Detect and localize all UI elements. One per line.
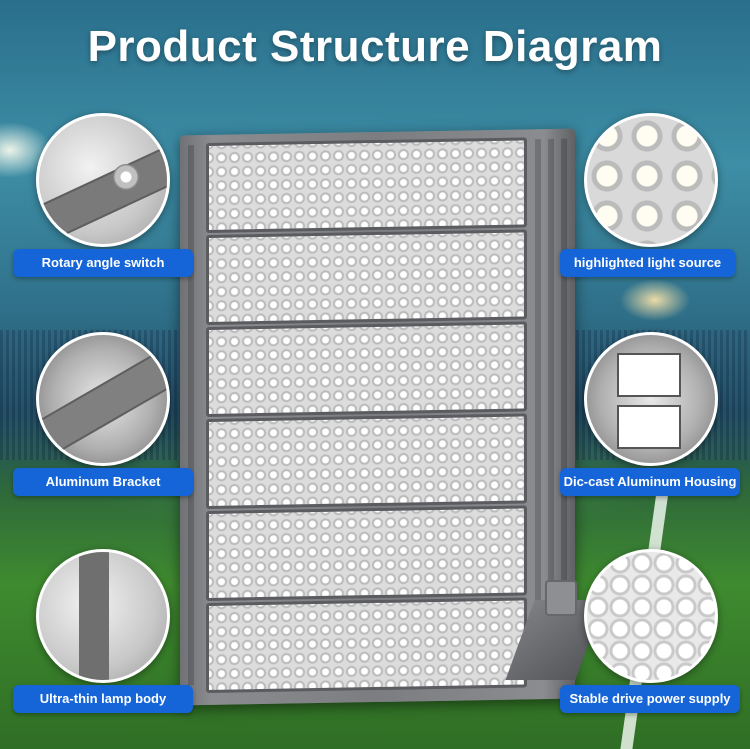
housing-plate bbox=[617, 405, 681, 449]
lamp-body-closeup-icon bbox=[36, 549, 170, 683]
led-module bbox=[206, 597, 527, 693]
feature-label-power-supply: Stable drive power supply bbox=[560, 685, 740, 713]
feature-label-bracket: Aluminum Bracket bbox=[13, 468, 193, 496]
power-supply-closeup-icon bbox=[584, 549, 718, 683]
bracket-closeup-icon bbox=[36, 332, 170, 466]
led-module bbox=[206, 229, 527, 325]
housing-plate bbox=[617, 353, 681, 397]
knob-icon bbox=[113, 164, 139, 190]
led-module bbox=[206, 321, 527, 417]
heat-fin bbox=[188, 145, 194, 686]
floodlight-housing bbox=[180, 128, 575, 706]
led-module bbox=[206, 137, 527, 233]
feature-label-housing: Dic-cast Aluminum Housing bbox=[560, 468, 740, 496]
feature-label-lamp-body: Ultra-thin lamp body bbox=[13, 685, 193, 713]
led-chip-closeup-icon bbox=[584, 113, 718, 247]
bracket-side bbox=[545, 580, 577, 616]
heat-fin bbox=[535, 139, 541, 680]
housing-closeup-icon bbox=[584, 332, 718, 466]
led-module bbox=[206, 505, 527, 601]
feature-label-light-source: highlighted light source bbox=[560, 249, 735, 277]
body-edge bbox=[79, 552, 109, 680]
feature-label-rotary-switch: Rotary angle switch bbox=[13, 249, 193, 277]
page-title: Product Structure Diagram bbox=[87, 22, 663, 71]
led-module bbox=[206, 413, 527, 509]
rotary-switch-closeup-icon bbox=[36, 113, 170, 247]
